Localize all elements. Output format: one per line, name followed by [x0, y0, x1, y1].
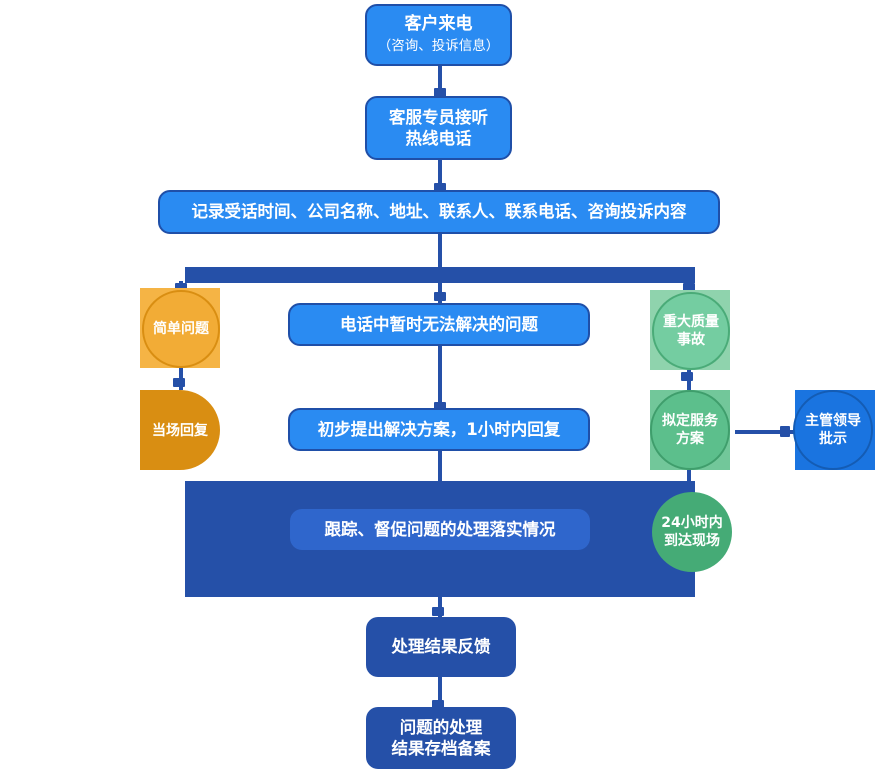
- connector-nub-middle1-top: [434, 292, 446, 301]
- connector-plan-to-onsite: [687, 466, 691, 492]
- node-unsolved-by-phone-label: 电话中暂时无法解决的问题: [340, 314, 538, 334]
- connector-nub-major-top: [683, 283, 695, 292]
- connector-nub-onsite-reply-top: [173, 378, 185, 387]
- node-record-info[interactable]: 记录受话时间、公司名称、地址、联系人、联系电话、咨询投诉内容: [158, 190, 720, 234]
- node-answer-call[interactable]: 客服专员接听 热线电话: [365, 96, 512, 160]
- node-preliminary-solution[interactable]: 初步提出解决方案，1小时内回复: [288, 408, 590, 451]
- connector-plan-to-leader: [735, 430, 797, 434]
- connector-nub-record-top: [434, 183, 446, 192]
- connector-nub-feedback-top: [432, 607, 444, 616]
- node-result-feedback[interactable]: 处理结果反馈: [366, 617, 516, 677]
- connector-nub-answer-top: [434, 88, 446, 97]
- connector-middle1-to-middle2: [438, 346, 442, 408]
- node-result-feedback-label: 处理结果反馈: [391, 637, 491, 657]
- node-leader-instruction[interactable]: 主管领导 批示: [793, 390, 873, 470]
- node-arrive-onsite-24h[interactable]: 24小时内 到达现场: [652, 492, 732, 572]
- node-arrive-onsite-24h-label: 24小时内 到达现场: [661, 514, 723, 549]
- node-onsite-reply[interactable]: 当场回复: [140, 390, 220, 470]
- node-major-accident-label: 重大质量 事故: [663, 313, 719, 348]
- node-onsite-reply-label: 当场回复: [152, 423, 208, 439]
- node-preliminary-solution-label: 初步提出解决方案，1小时内回复: [317, 419, 561, 439]
- branch-distribution-bar: [185, 267, 695, 283]
- node-unsolved-by-phone[interactable]: 电话中暂时无法解决的问题: [288, 303, 590, 346]
- node-major-accident[interactable]: 重大质量 事故: [652, 292, 730, 370]
- node-start-line1: 客户来电: [404, 14, 473, 35]
- connector-answer-to-record: [438, 158, 442, 190]
- node-simple-issue[interactable]: 简单问题: [142, 290, 220, 368]
- node-service-plan[interactable]: 拟定服务 方案: [650, 390, 730, 470]
- connector-nub-archive-top: [432, 700, 444, 709]
- connector-middle2-to-band: [438, 450, 442, 484]
- connector-nub-simple-top: [175, 283, 187, 292]
- node-answer-call-label: 客服专员接听 热线电话: [389, 107, 488, 148]
- node-follow-up[interactable]: 跟踪、督促问题的处理落实情况: [290, 509, 590, 550]
- connector-feedback-to-archive: [438, 677, 442, 707]
- connector-nub-plan-top: [681, 372, 693, 381]
- node-start[interactable]: 客户来电 （咨询、投诉信息）: [365, 4, 512, 66]
- node-start-line2: （咨询、投诉信息）: [377, 38, 500, 55]
- node-service-plan-label: 拟定服务 方案: [662, 412, 718, 447]
- node-follow-up-label: 跟踪、督促问题的处理落实情况: [324, 519, 556, 539]
- node-record-info-label: 记录受话时间、公司名称、地址、联系人、联系电话、咨询投诉内容: [191, 202, 687, 222]
- connector-record-to-distbar: [438, 232, 442, 268]
- node-simple-issue-label: 简单问题: [153, 320, 209, 337]
- connector-nub-middle2-top: [434, 402, 446, 411]
- node-archive-result[interactable]: 问题的处理 结果存档备案: [366, 707, 516, 769]
- connector-nub-leader-left: [780, 426, 790, 437]
- connector-start-to-answer: [438, 64, 442, 94]
- node-archive-result-label: 问题的处理 结果存档备案: [391, 717, 491, 758]
- node-leader-instruction-label: 主管领导 批示: [805, 412, 861, 447]
